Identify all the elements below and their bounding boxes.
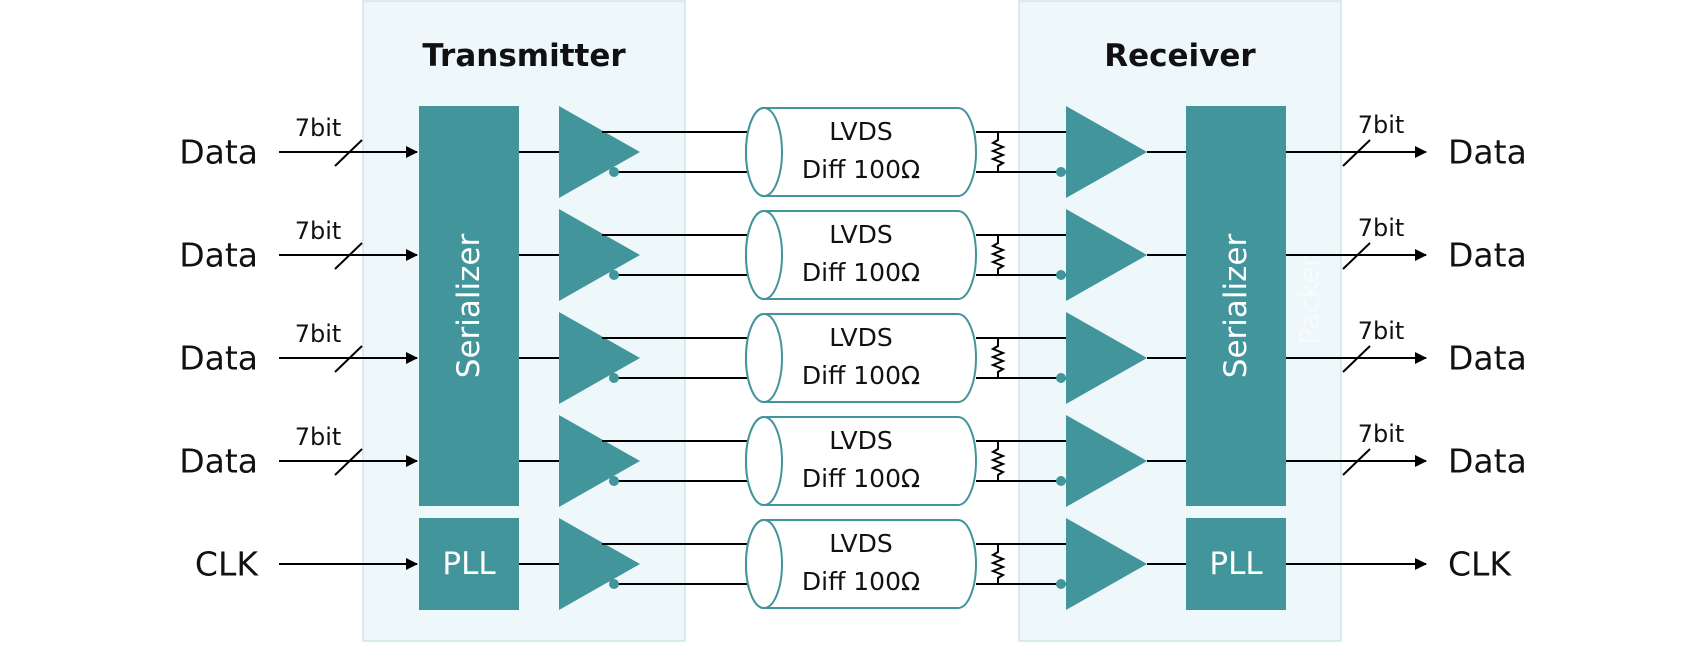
tx-driver — [559, 106, 640, 198]
tx-pll-block — [419, 518, 519, 610]
cable-label-top: LVDS — [829, 220, 892, 249]
tx-serializer-block — [419, 106, 519, 506]
tx-driver — [559, 209, 640, 301]
tx-driver — [559, 312, 640, 404]
output-label: Data — [1448, 133, 1527, 172]
termination-resistor — [990, 338, 1006, 378]
cable-label-top: LVDS — [829, 529, 892, 558]
channel-row: Data 7bit LVDS Diff 100Ω 7bit Data — [179, 312, 1527, 404]
cable-label-bottom: Diff 100Ω — [802, 464, 920, 493]
bus-slash — [334, 345, 363, 373]
input-label: Data — [179, 442, 258, 481]
bus-slash — [334, 242, 363, 270]
input-bit-width: 7bit — [295, 217, 342, 245]
cable-label-top: LVDS — [829, 117, 892, 146]
rx-faint-label: Packer — [1295, 255, 1326, 345]
receiver-title: Receiver — [1104, 38, 1256, 74]
output-bit-width: 7bit — [1358, 317, 1405, 345]
bus-slash — [1342, 448, 1371, 476]
bus-slash — [334, 139, 363, 167]
tx-serializer-label: Serializer — [451, 234, 487, 379]
cable-label-bottom: Diff 100Ω — [802, 361, 920, 390]
input-label: Data — [179, 339, 258, 378]
termination-resistor — [990, 235, 1006, 275]
input-bit-width: 7bit — [295, 114, 342, 142]
input-bit-width: 7bit — [295, 320, 342, 348]
clk-input-label: CLK — [195, 545, 259, 584]
bus-slash — [1342, 139, 1371, 167]
output-label: Data — [1448, 236, 1527, 275]
bus-slash — [1342, 242, 1371, 270]
rx-receiver — [1066, 518, 1147, 610]
cable-label-top: LVDS — [829, 426, 892, 455]
clock-row: CLK LVDS Diff 100Ω CLK — [195, 518, 1512, 610]
input-bit-width: 7bit — [295, 423, 342, 451]
tx-pll-label: PLL — [442, 546, 496, 582]
rx-serializer-block — [1186, 106, 1286, 506]
output-bit-width: 7bit — [1358, 111, 1405, 139]
rx-pll-label: PLL — [1209, 546, 1263, 582]
output-label: Data — [1448, 442, 1527, 481]
cable-label-bottom: Diff 100Ω — [802, 155, 920, 184]
output-label: Data — [1448, 339, 1527, 378]
channel-row: Data 7bit LVDS Diff 100Ω 7bit Data — [179, 415, 1527, 507]
termination-resistor — [990, 132, 1006, 172]
cable-label-bottom: Diff 100Ω — [802, 258, 920, 287]
tx-driver — [559, 415, 640, 507]
bus-slash — [334, 448, 363, 476]
rx-pll-block — [1186, 518, 1286, 610]
rx-serializer-label: Serializer — [1218, 234, 1254, 379]
transmitter-title: Transmitter — [422, 38, 626, 74]
rx-receiver — [1066, 312, 1147, 404]
cable-label-bottom: Diff 100Ω — [802, 567, 920, 596]
transmitter-panel — [362, 0, 686, 642]
cable-label-top: LVDS — [829, 323, 892, 352]
output-bit-width: 7bit — [1358, 214, 1405, 242]
tx-driver — [559, 518, 640, 610]
input-label: Data — [179, 133, 258, 172]
input-label: Data — [179, 236, 258, 275]
rx-receiver — [1066, 415, 1147, 507]
termination-resistor — [990, 544, 1006, 584]
channel-row: Data 7bit LVDS Diff 100Ω 7bit Data — [179, 106, 1527, 198]
rx-receiver — [1066, 209, 1147, 301]
bus-slash — [1342, 345, 1371, 373]
termination-resistor — [990, 441, 1006, 481]
channel-row: Data 7bit LVDS Diff 100Ω 7bit Data — [179, 209, 1527, 301]
rx-receiver — [1066, 106, 1147, 198]
clk-output-label: CLK — [1448, 545, 1512, 584]
output-bit-width: 7bit — [1358, 420, 1405, 448]
